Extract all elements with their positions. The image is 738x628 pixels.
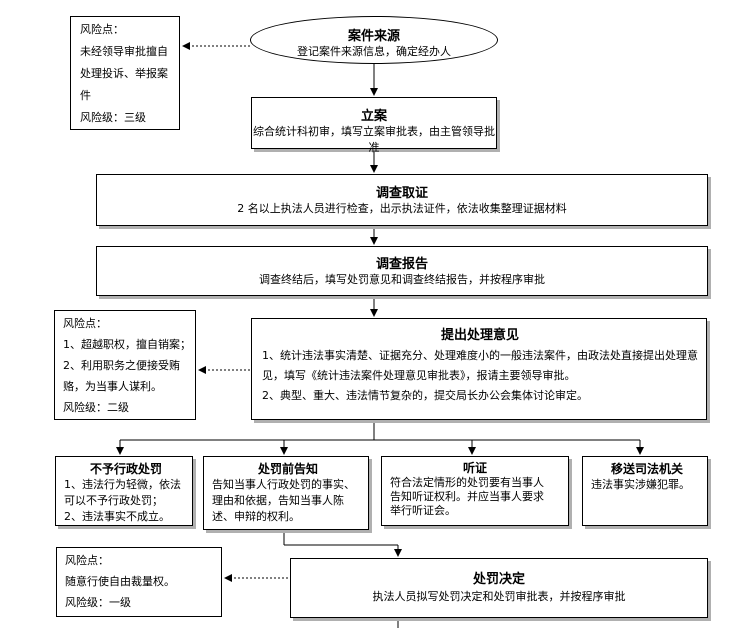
risk-box-2-level: 风险级：二级 <box>63 401 129 414</box>
node-opinion: 提出处理意见 1、统计违法事实清楚、证据充分、处理难度小的一般违法案件，由政法处… <box>251 318 707 420</box>
risk-box-1: 风险点： 未经领导审批擅自处理投诉、举报案件 风险级：三级 <box>70 16 180 130</box>
node-no-penalty-line-1: 1、违法行为轻微，依法可以不予行政处罚； <box>64 478 181 507</box>
risk-box-3-level: 风险级：一级 <box>65 596 131 609</box>
node-case-source-title: 案件来源 <box>347 29 400 44</box>
node-transfer: 移送司法机关 违法事实涉嫌犯罪。 <box>582 456 708 526</box>
node-opinion-title: 提出处理意见 <box>440 328 519 343</box>
node-no-penalty-title: 不予行政处罚 <box>89 462 162 476</box>
risk-box-3-text: 随意行使自由裁量权。 <box>65 575 175 588</box>
node-hearing: 听证 符合法定情形的处罚要有当事人告知听证权利。并应当事人要求举行听证会。 <box>381 456 569 526</box>
node-case-source: 案件来源 登记案件来源信息，确定经办人 <box>250 16 498 64</box>
risk-box-2-item-2: 2、利用职务之便接受贿赂，为当事人谋利。 <box>63 359 180 393</box>
risk-box-2-heading: 风险点： <box>63 317 107 330</box>
node-report-title: 调查报告 <box>375 257 428 272</box>
node-report-desc: 调查终结后，填写处罚意见和调查终结报告，并按程序审批 <box>259 273 545 286</box>
risk-box-1-text: 未经领导审批擅自处理投诉、举报案件 <box>80 45 168 102</box>
node-hearing-title: 听证 <box>462 461 487 475</box>
node-case-source-desc: 登记案件来源信息，确定经办人 <box>297 45 451 58</box>
risk-box-1-heading: 风险点： <box>80 23 124 36</box>
node-investigate-title: 调查取证 <box>375 186 428 201</box>
node-investigate: 调查取证 2 名以上执法人员进行检查，出示执法证件，依法收集整理证据材料 <box>96 174 708 226</box>
risk-box-2-item-1: 1、超越职权，擅自销案； <box>63 338 191 351</box>
node-transfer-title: 移送司法机关 <box>610 462 683 476</box>
node-decision-title: 处罚决定 <box>472 572 525 587</box>
risk-box-3-heading: 风险点： <box>65 554 109 567</box>
node-investigate-desc: 2 名以上执法人员进行检查，出示执法证件，依法收集整理证据材料 <box>237 202 567 215</box>
node-no-penalty-line-2: 2、违法事实不成立。 <box>64 510 170 523</box>
node-decision: 处罚决定 执法人员拟写处罚决定和处罚审批表，并按程序审批 <box>290 558 708 618</box>
node-filing: 立案 综合统计科初审，填写立案审批表，由主管领导批准 <box>251 97 497 154</box>
node-notice: 处罚前告知 告知当事人行政处罚的事实、理由和依据，告知当事人陈述、申辩的权利。 <box>203 456 369 530</box>
risk-box-3: 风险点： 随意行使自由裁量权。 风险级：一级 <box>56 547 222 617</box>
node-decision-desc: 执法人员拟写处罚决定和处罚审批表，并按程序审批 <box>372 590 626 603</box>
node-opinion-line-2: 2、典型、重大、违法情节复杂的，提交局长办公会集体讨论审定。 <box>262 389 588 402</box>
risk-box-1-level: 风险级：三级 <box>80 111 146 124</box>
node-notice-desc: 告知当事人行政处罚的事实、理由和依据，告知当事人陈述、申辩的权利。 <box>212 478 355 523</box>
node-opinion-line-1: 1、统计违法事实清楚、证据充分、处理难度小的一般违法案件，由政法处直接提出处理意… <box>262 349 698 382</box>
risk-box-2: 风险点： 1、超越职权，擅自销案； 2、利用职务之便接受贿赂，为当事人谋利。 风… <box>54 310 196 420</box>
node-report: 调查报告 调查终结后，填写处罚意见和调查终结报告，并按程序审批 <box>96 246 708 296</box>
node-hearing-desc: 符合法定情形的处罚要有当事人告知听证权利。并应当事人要求举行听证会。 <box>390 476 544 517</box>
node-transfer-desc: 违法事实涉嫌犯罪。 <box>591 478 690 491</box>
node-filing-title: 立案 <box>360 109 387 124</box>
node-filing-desc: 综合统计科初审，填写立案审批表，由主管领导批准 <box>253 125 495 154</box>
node-no-penalty: 不予行政处罚 1、违法行为轻微，依法可以不予行政处罚； 2、违法事实不成立。 <box>55 456 193 526</box>
node-notice-title: 处罚前告知 <box>257 462 318 476</box>
